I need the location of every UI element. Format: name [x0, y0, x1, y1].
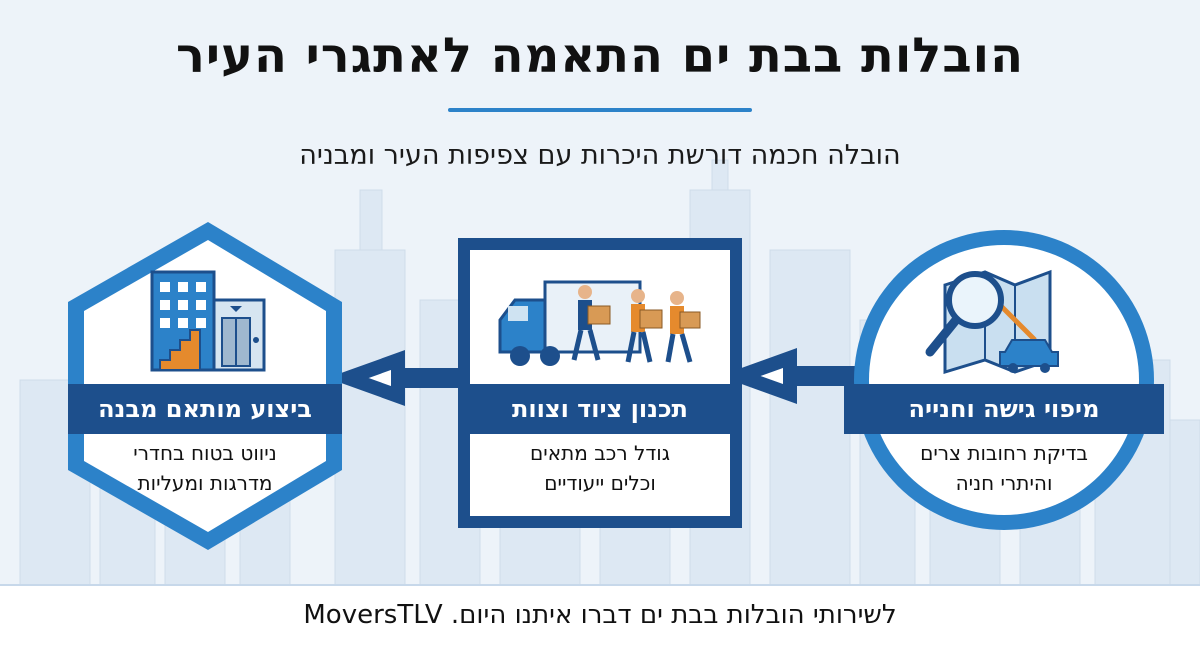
step-building-description: ניווט בטוח בחדרי מדרגות ומעליות [84, 438, 326, 498]
step-building-label: ביצוע מותאם מבנה [98, 395, 312, 423]
step-equipment-square [458, 238, 742, 528]
step-equipment-label: תכנון ציוד וצוות [512, 395, 688, 423]
step-map-circle [844, 230, 1164, 530]
map-search-icon [925, 269, 1059, 375]
step-map-label: מיפוי גישה וחנייה [908, 395, 1100, 423]
step-map-line-1: בדיקת רחובות צרים [920, 441, 1088, 465]
connector-arrow-middle-to-left [327, 350, 461, 406]
step-building-line-1: ניווט בטוח בחדרי [133, 441, 277, 465]
footer-cta: לשירותי הובלות בבת ים דברו איתנו היום. M… [303, 600, 897, 630]
connector-arrow-right-to-middle [719, 348, 855, 404]
step-equipment-line-2: וכלים ייעודיים [544, 471, 656, 495]
step-map-line-2: והיתרי חניה [955, 471, 1053, 495]
step-equipment-line-1: גודל רכב מתאים [530, 441, 670, 465]
moving-truck-crew-icon [498, 280, 701, 366]
page-title: הובלות בבת ים התאמה לאתגרי העיר [175, 28, 1025, 84]
footer-bar [0, 584, 1200, 655]
building-stairs-elevator-icon [150, 270, 266, 372]
step-building-line-2: מדרגות ומעליות [137, 471, 273, 495]
step-map-description: בדיקת רחובות צרים והיתרי חניה [874, 438, 1134, 498]
step-equipment-description: גודל רכב מתאים וכלים ייעודיים [470, 438, 730, 498]
title-underline [448, 108, 752, 112]
page-subtitle: הובלה חכמה דורשת היכרות עם צפיפות העיר ו… [299, 140, 901, 171]
